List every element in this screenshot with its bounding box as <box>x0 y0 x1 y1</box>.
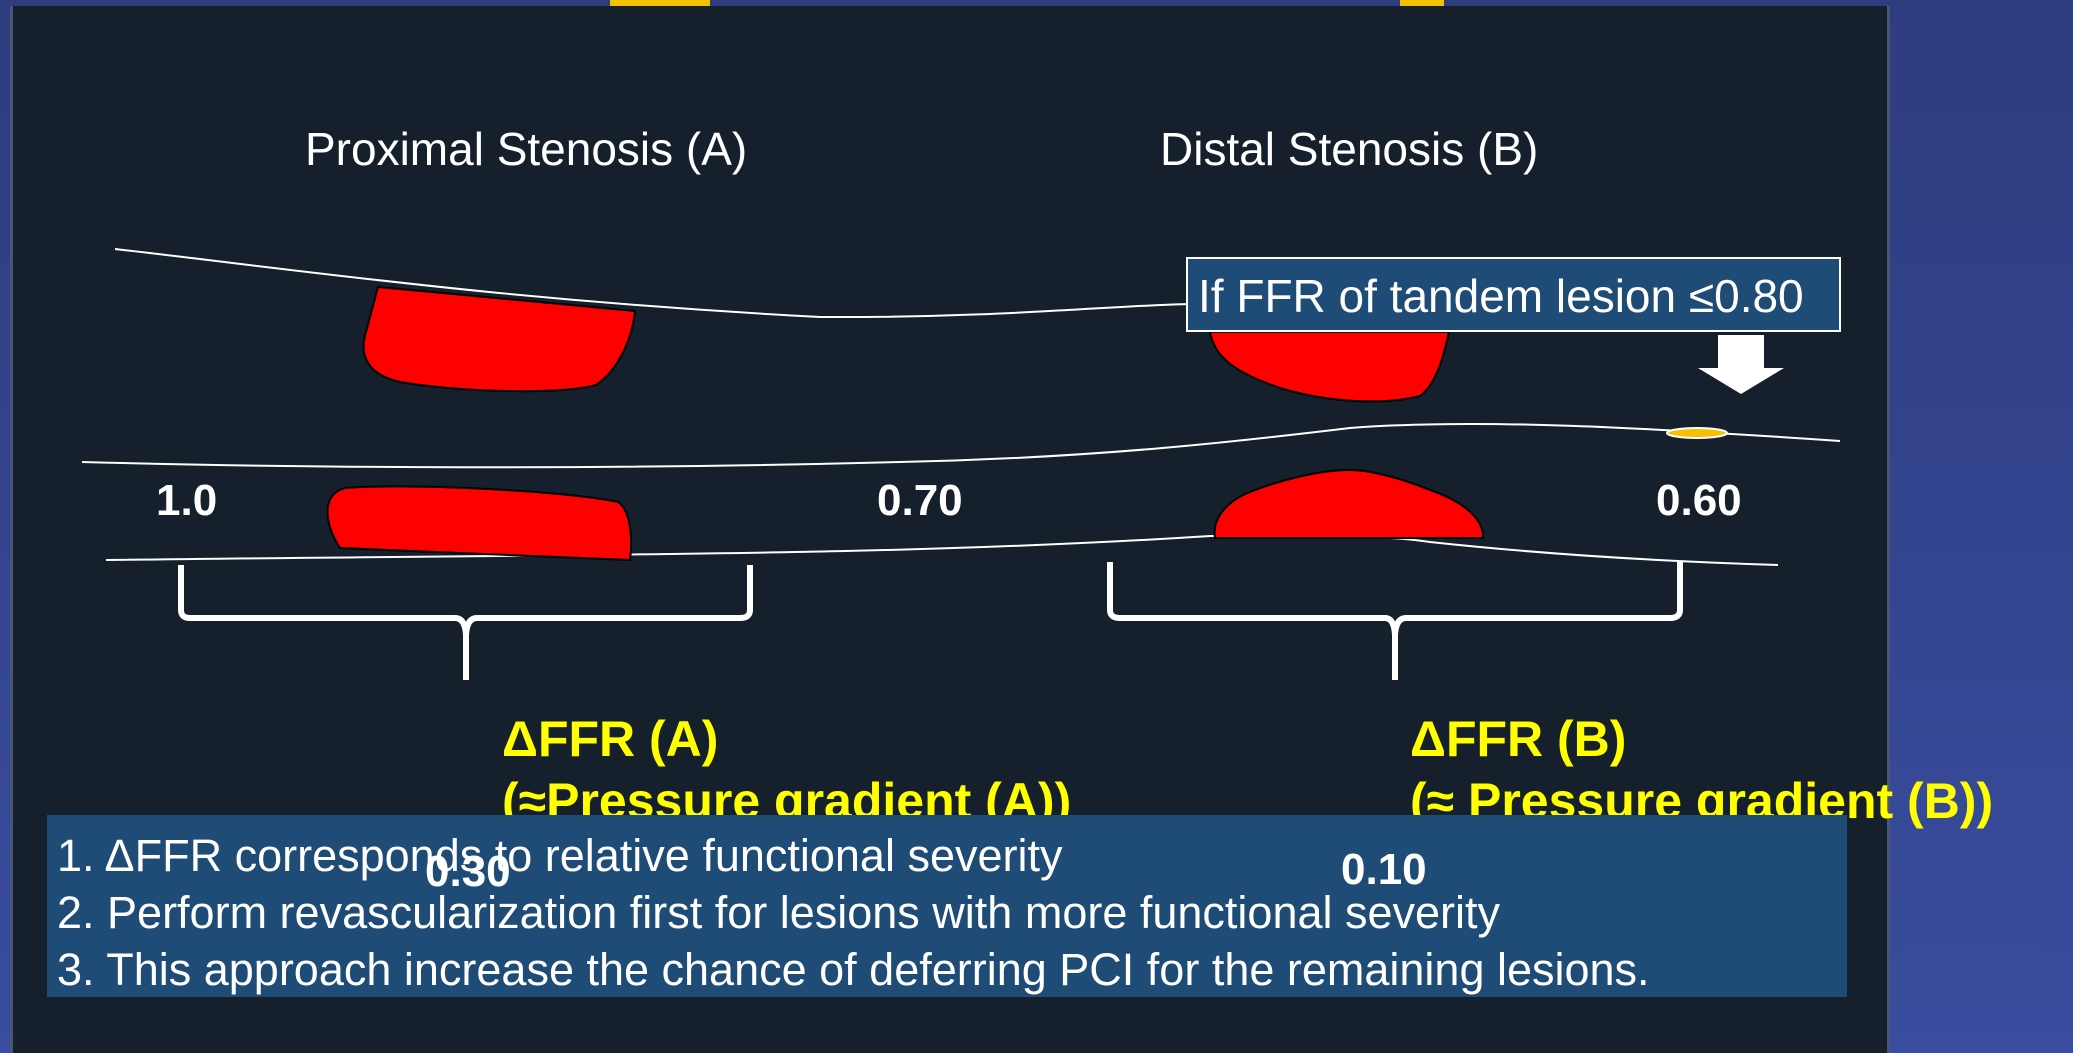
tandem-lesion-callout: If FFR of tandem lesion ≤0.80 <box>1186 257 1841 332</box>
delta-ffr-a-value: 0.30 <box>425 847 511 896</box>
lesion-b-upper <box>1208 331 1451 403</box>
upper-vessel-top-wall <box>114 248 1191 319</box>
ffr-value-middle: 0.70 <box>877 476 963 525</box>
notes-box: 1. ΔFFR corresponds to relative function… <box>47 815 1847 997</box>
heading-proximal-stenosis: Proximal Stenosis (A) <box>305 123 748 175</box>
brace-b <box>1107 562 1683 680</box>
lower-vessel-top-wall <box>105 535 1211 561</box>
lesion-a-lower <box>326 485 633 562</box>
delta-ffr-b-title: ΔFFR (B) <box>1410 711 1627 767</box>
ffr-value-end: 0.60 <box>1656 476 1742 525</box>
note-item-3: 3. This approach increase the chance of … <box>57 944 1650 995</box>
lesion-b-lower <box>1213 468 1485 539</box>
title-strip-left <box>610 0 710 6</box>
brace-a <box>178 565 753 680</box>
note-item-2: 2. Perform revascularization first for l… <box>57 887 1501 938</box>
note-item-1: 1. ΔFFR corresponds to relative function… <box>57 830 1063 881</box>
delta-ffr-b-value: 0.10 <box>1341 845 1427 894</box>
heading-distal-stenosis: Distal Stenosis (B) <box>1160 123 1539 175</box>
lesion-a-upper <box>362 285 637 393</box>
lower-vessel-bottom-wall <box>1209 534 1779 566</box>
remaining-lesion-marker <box>1666 427 1728 439</box>
delta-ffr-a-title: ΔFFR (A) <box>502 711 719 767</box>
ffr-value-start: 1.0 <box>156 476 218 525</box>
down-arrow-icon <box>1698 335 1784 394</box>
title-strip-right <box>1400 0 1444 6</box>
upper-vessel-bottom-wall <box>81 422 1841 469</box>
